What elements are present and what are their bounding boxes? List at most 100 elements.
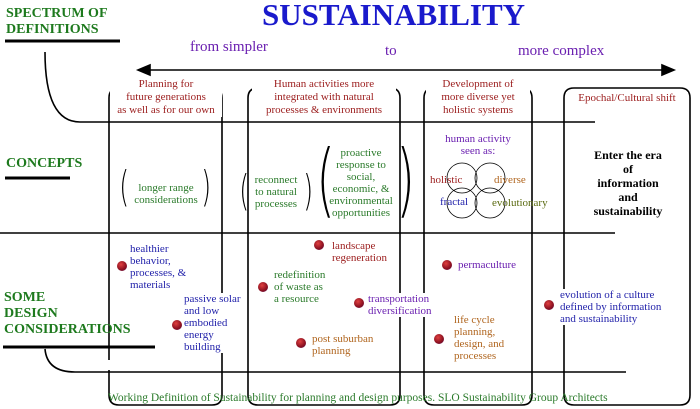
section-design: SOME DESIGN CONSIDERATIONS [4,290,131,338]
caption: Working Definition of Sustainability for… [108,392,608,404]
line: holistic systems [443,104,513,116]
line: as well as for our own [117,104,215,116]
word-fractal: fractal [440,196,469,208]
line: future generations [126,91,206,103]
line: economic, & [332,183,390,195]
section-design-line: CONSIDERATIONS [4,322,131,337]
four-circles [446,162,506,219]
line: evolution of a culture [560,289,655,301]
line: passive solar [184,293,241,305]
line: considerations [134,194,198,206]
word-evolutionary: evolutionary [492,197,548,209]
section-spectrum: SPECTRUM OF DEFINITIONS [6,6,107,37]
line: Enter the era [594,148,662,162]
line: longer range [138,182,194,194]
section-design-line: SOME [4,290,46,305]
bullet-dot [544,300,554,310]
bullet-dot [258,282,268,292]
line: and [618,190,638,204]
line: Human activities more [273,78,375,90]
line: response to [336,159,386,171]
line: and low [184,305,220,317]
line: environmental [329,195,393,207]
section-design-line: DESIGN [4,306,58,321]
design-band-line [44,348,626,373]
section-concepts: CONCEPTS [6,156,83,171]
line: sustainability [593,204,663,218]
line: energy [184,329,214,341]
line: a resource [274,293,319,305]
paren-open: ( [239,166,250,215]
line: information [597,176,659,190]
line: processes [254,198,298,210]
bullet-dot [296,338,306,348]
line: processes, & [130,267,187,279]
line: defined by information [560,301,662,313]
line: healthier [130,243,169,255]
line: Development of [442,78,514,90]
line: regeneration [332,252,387,264]
word-diverse: diverse [494,174,526,186]
line: life cycle [454,314,495,326]
word-holistic: holistic [430,174,463,186]
line: processes [454,350,497,362]
line: of waste as [274,281,323,293]
line: processes & environments [265,104,383,116]
paren-close: ) [201,162,212,211]
line: human activity [445,133,511,145]
box-4 [563,87,691,406]
line: post suburban [312,333,374,345]
bullet-dot [314,240,324,250]
line: behavior, [130,255,171,267]
design-permaculture: permaculture [458,259,516,271]
definition-4: Epochal/Cultural shift [566,92,688,104]
line: landscape [332,240,376,252]
line: design, and [454,338,505,350]
line: seen as: [460,145,496,157]
line: diversification [368,305,432,317]
line: permaculture [458,259,517,271]
bullet-dot [172,320,182,330]
bullet-dot [442,260,452,270]
axis-right-label: more complex [518,43,605,59]
axis-middle-label: to [385,43,397,59]
paren-open: ( [119,162,130,211]
line: of [623,162,633,176]
line: redefinition [274,269,326,281]
line: and sustainability [560,313,638,325]
line: to natural [255,186,297,198]
line: planning, [454,326,496,338]
spectrum-band-line [44,51,595,123]
line: opportunities [331,207,391,219]
line: planning [312,345,351,357]
paren-close: ) [303,166,314,215]
bullet-dot [117,261,127,271]
title: SUSTAINABILITY [262,0,526,32]
paren-open: ( [316,133,335,226]
line: Planning for [138,78,194,90]
line: more diverse yet [441,91,515,103]
line: reconnect [254,174,298,186]
bullet-dot [434,334,444,344]
line: building [184,341,221,353]
bullet-dot [354,298,364,308]
line: embodied [184,317,228,329]
line: Epochal/Cultural shift [578,92,676,104]
line: transportation [368,293,430,305]
